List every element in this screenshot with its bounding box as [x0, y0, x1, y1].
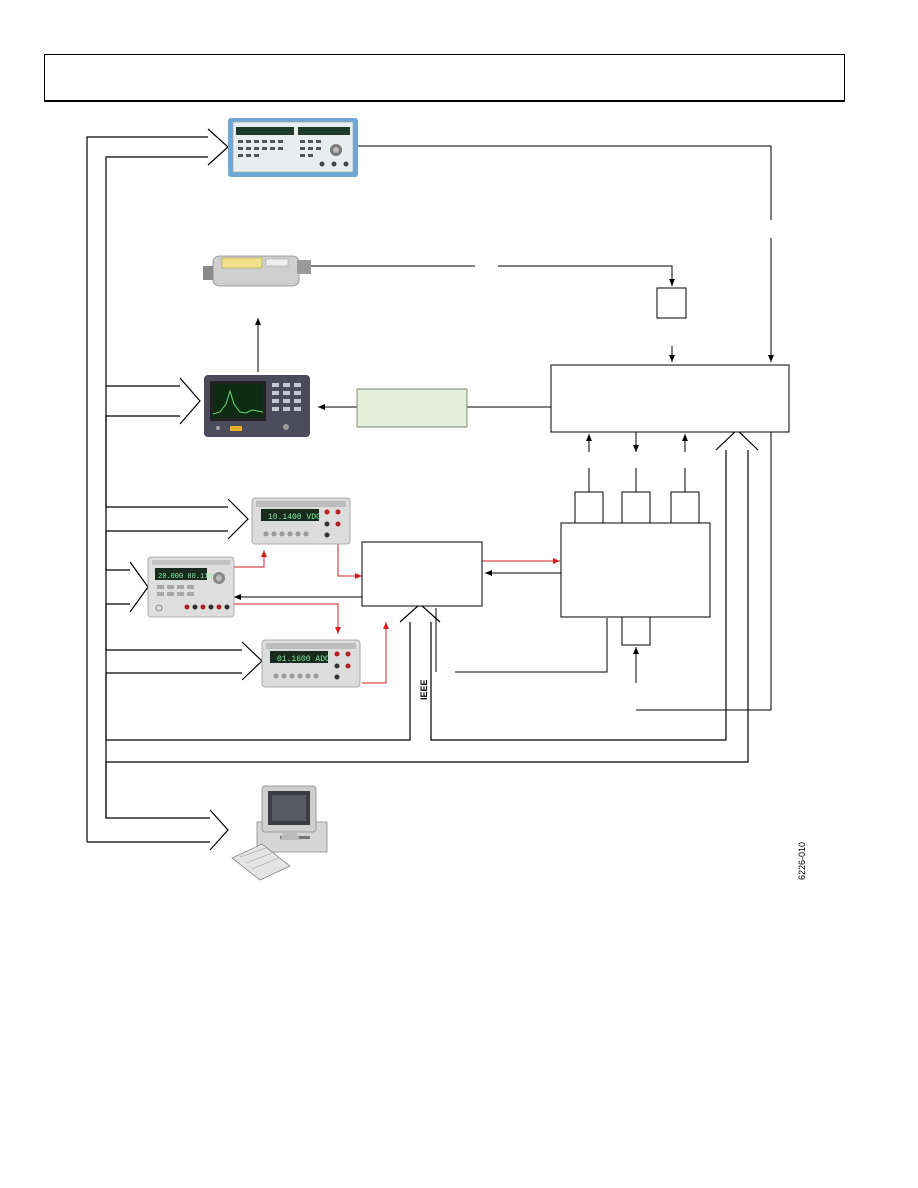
clock-block [621, 616, 651, 646]
multimeter-icon: 10.1400 VDC [251, 497, 351, 545]
bus-lines [86, 128, 759, 851]
attenuator-box [656, 287, 687, 319]
figure-id-label: 6226-010 [797, 842, 807, 880]
signal-generator-icon [228, 118, 358, 177]
header-box [44, 54, 845, 102]
filter-box [356, 388, 468, 428]
spectrum-analyzer-icon [204, 375, 310, 437]
power-sensor-icon [203, 255, 311, 287]
port-block-2 [621, 491, 651, 524]
port-block-3 [670, 491, 700, 524]
svg-text:20.000 00.1104: 20.000 00.1104 [158, 573, 217, 581]
svg-text:10.1400 VDC: 10.1400 VDC [268, 513, 321, 522]
svg-text:01.1600 ADC: 01.1600 ADC [277, 655, 330, 664]
ieee-bus-label: IEEE [419, 679, 429, 700]
blocks [356, 287, 790, 646]
dut-main-box [550, 364, 790, 433]
signal-lines [234, 145, 774, 711]
power-supply-icon: 20.000 00.1104 [147, 556, 235, 618]
red-connections [234, 543, 560, 684]
port-block-1 [574, 491, 604, 524]
multimeter-icon: 01.1600 ADC [261, 639, 361, 688]
controller-box [361, 541, 483, 607]
computer-icon [231, 785, 328, 881]
evaluation-board-box [560, 522, 711, 618]
